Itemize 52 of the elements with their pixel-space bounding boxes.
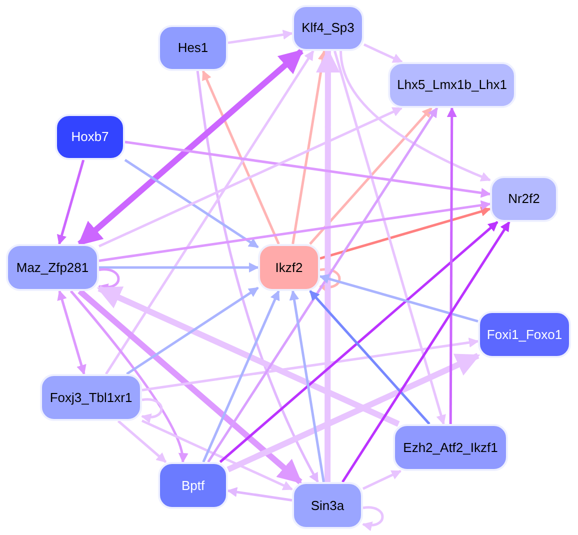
arrow [363,43,403,64]
gene-node: Ezh2_Atf2_Ikzf1 [393,424,508,471]
arrow [362,506,384,531]
arrow [319,274,478,322]
gene-node: Bptf [158,462,228,509]
gene-node: Hoxb7 [55,114,125,160]
gene-node: Sin3a [292,482,363,529]
arrow [219,221,498,463]
arrow [202,290,280,462]
gene-node: Lhx5_Lmx1b_Lhx1 [388,62,516,108]
arrow [226,352,480,472]
arrow [342,221,510,483]
arrow [340,50,491,182]
gene-node: Klf4_Sp3 [292,5,364,51]
arrow [446,107,457,424]
arrow [78,48,304,246]
arrow [105,50,314,375]
arrow [228,30,293,44]
arrow [319,268,341,293]
arrow [78,288,302,484]
arrow [70,290,188,463]
arrow [292,50,328,244]
arrow [98,106,403,248]
gene-node: Foxj3_Tbl1xr1 [40,374,142,421]
arrow [309,290,430,425]
arrow [334,50,446,425]
gene-node: Foxi1_Foxo1 [478,311,571,358]
gene-node: Ikzf2 [258,244,320,291]
arrow [96,286,400,427]
arrow [142,338,479,392]
arrow [141,398,163,423]
arrow [289,290,325,482]
gene-node: Nr2f2 [490,176,558,222]
arrow [124,140,491,198]
arrow [316,48,340,482]
arrow [202,70,280,244]
arrow [99,262,259,272]
arrow [126,286,259,376]
arrow [320,206,491,260]
arrow [117,420,167,463]
arrow [124,158,259,248]
arrow [196,70,319,483]
arrow [362,470,402,490]
arrow [309,107,432,245]
arrow [57,290,86,375]
arrow [56,160,85,245]
gene-node: Maz_Zfp281 [6,244,99,291]
arrow [227,487,292,502]
arrow [98,200,491,262]
arrow [207,107,438,463]
arrow [141,420,293,490]
gene-node: Hes1 [158,25,228,71]
